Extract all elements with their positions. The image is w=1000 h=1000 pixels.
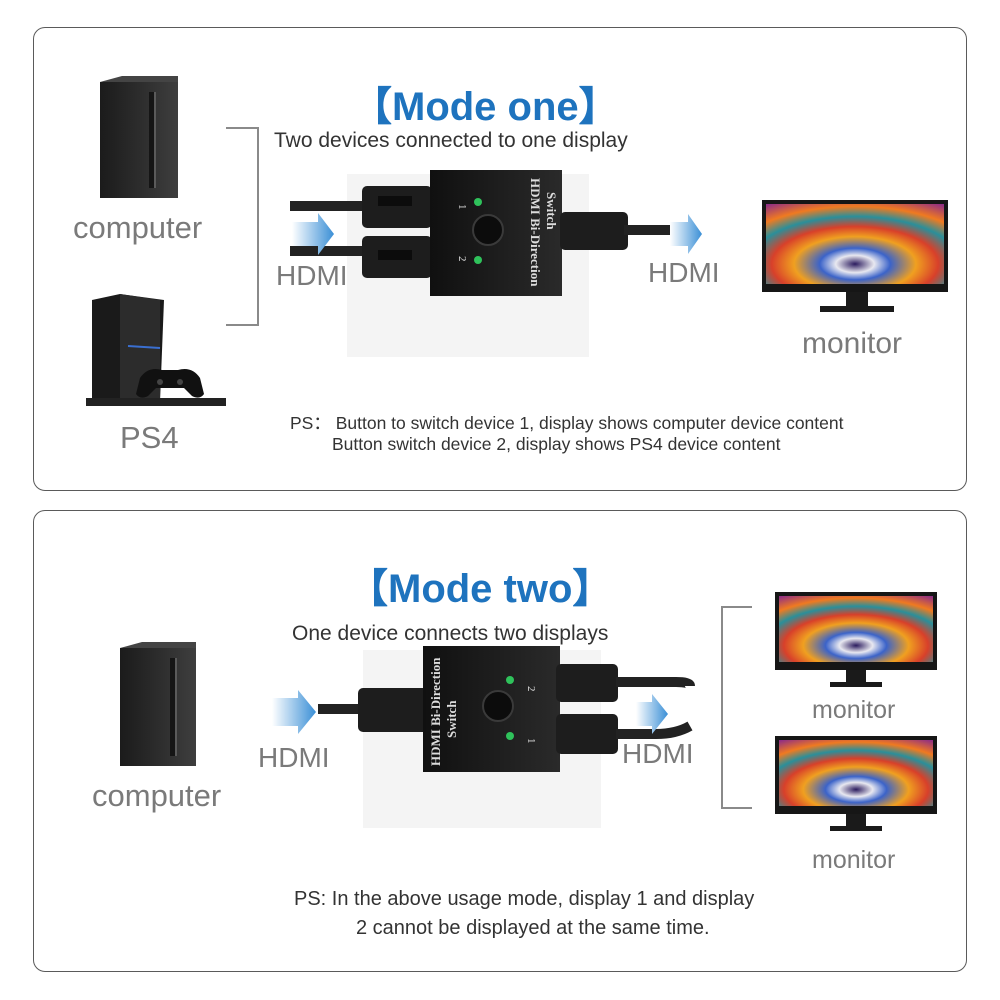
switch-label-mode-two: HDMI Bi-Direction Switch bbox=[428, 654, 459, 766]
mode-two-subtitle: One device connects two displays bbox=[292, 622, 609, 645]
hdmi-switch-device bbox=[423, 646, 560, 772]
mode-one-note-line1: PS： Button to switch device 1, display s… bbox=[290, 413, 844, 433]
port-1-label: 1 bbox=[456, 204, 468, 210]
monitor-1-label: monitor bbox=[812, 696, 896, 724]
switch-button bbox=[472, 214, 504, 246]
input-hdmi-label: HDMI bbox=[276, 260, 348, 291]
computer-tower-icon bbox=[100, 76, 178, 198]
monitor-icon bbox=[762, 200, 948, 312]
led-2 bbox=[474, 256, 482, 264]
output-arrow-icon bbox=[670, 214, 702, 254]
output-arrow-icon bbox=[636, 694, 668, 734]
mode-two-title: 【Mode two】 bbox=[348, 567, 613, 611]
mode-one-title: 【Mode one】 bbox=[352, 85, 619, 129]
input-arrow-icon bbox=[272, 690, 316, 734]
hdmi-connector-icon bbox=[556, 714, 618, 754]
input-bracket bbox=[226, 127, 259, 326]
input-arrow-icon bbox=[292, 213, 334, 255]
hdmi-connector-icon bbox=[358, 688, 430, 732]
input-hdmi-label: HDMI bbox=[258, 742, 330, 773]
output-hdmi-label: HDMI bbox=[648, 257, 720, 288]
monitor-2-label: monitor bbox=[812, 846, 896, 874]
output-hdmi-label: HDMI bbox=[622, 738, 694, 769]
mode-two-note-line2: 2 cannot be displayed at the same time. bbox=[356, 917, 710, 939]
monitor-icon bbox=[775, 592, 937, 687]
computer-label: computer bbox=[92, 778, 222, 813]
mode-two-note-line1: PS: In the above usage mode, display 1 a… bbox=[294, 888, 755, 910]
computer-label: computer bbox=[73, 210, 203, 245]
mode-one-subtitle: Two devices connected to one display bbox=[274, 129, 628, 152]
monitor-label: monitor bbox=[802, 327, 903, 360]
led-1 bbox=[474, 198, 482, 206]
led-2 bbox=[506, 676, 514, 684]
monitor-icon bbox=[775, 736, 937, 831]
port-1-label: 1 bbox=[525, 738, 537, 744]
hdmi-connector-icon bbox=[362, 186, 432, 228]
hdmi-switch-device bbox=[430, 170, 562, 296]
computer-tower-icon bbox=[120, 642, 196, 766]
switch-label-mode-one: HDMI Bi-Direction Switch bbox=[528, 178, 559, 290]
ps4-console-icon bbox=[86, 294, 226, 406]
led-1 bbox=[506, 732, 514, 740]
switch-button bbox=[482, 690, 514, 722]
port-2-label: 2 bbox=[525, 686, 537, 692]
output-bracket bbox=[721, 606, 752, 809]
ps4-label: PS4 bbox=[120, 420, 179, 455]
mode-one-note-line2: Button switch device 2, display shows PS… bbox=[332, 434, 781, 454]
hdmi-connector-icon bbox=[560, 212, 628, 250]
hdmi-connector-icon bbox=[556, 664, 618, 702]
port-2-label: 2 bbox=[456, 256, 468, 262]
